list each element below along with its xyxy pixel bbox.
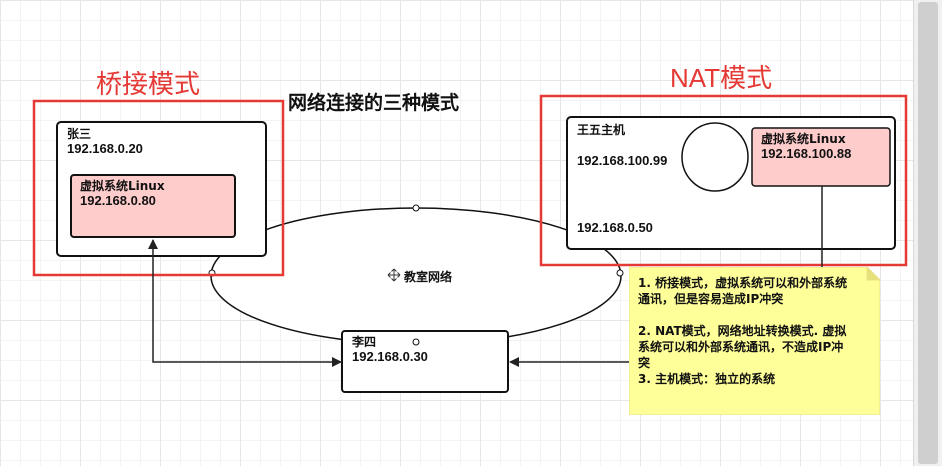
ellipse-handle-top[interactable] bbox=[412, 204, 420, 212]
note-line-5: 突 bbox=[638, 356, 651, 370]
nat-vm-ip: 192.168.100.88 bbox=[761, 146, 852, 161]
bridge-mode-label: 桥接模式 bbox=[96, 69, 201, 99]
wangwu-external-ip: 192.168.0.50 bbox=[577, 220, 653, 235]
diagram-title: 网络连接的三种模式 bbox=[288, 92, 460, 114]
note-line-4: 系统可以和外部系统通讯，不造成IP冲 bbox=[638, 340, 844, 354]
nat-mode-frame[interactable] bbox=[539, 94, 908, 267]
explanation-note[interactable]: 1. 桥接模式，虚拟系统可以和外部系统 通讯，但是容易造成IP冲突 2. NAT… bbox=[629, 267, 880, 415]
lisi-ip: 192.168.0.30 bbox=[352, 349, 428, 364]
scrollbar-thumb[interactable] bbox=[918, 2, 938, 464]
bridge-connector-arrow[interactable] bbox=[148, 239, 342, 363]
zhangsan-name: 张三 bbox=[67, 127, 92, 141]
bridge-vm-box[interactable] bbox=[70, 174, 236, 238]
lisi-inbound-arrowhead bbox=[332, 357, 342, 367]
wangwu-name: 王五主机 bbox=[577, 123, 626, 137]
nat-vm-box[interactable] bbox=[751, 127, 891, 187]
bridge-mode-frame[interactable] bbox=[32, 99, 285, 277]
nat-mode-label: NAT模式 bbox=[670, 63, 773, 93]
vertical-scrollbar[interactable] bbox=[913, 0, 942, 466]
ellipse-handle-right[interactable] bbox=[616, 269, 624, 277]
note-line-1: 1. 桥接模式，虚拟系统可以和外部系统 bbox=[638, 276, 848, 290]
note-shape bbox=[629, 267, 880, 415]
wangwu-internal-ip: 192.168.100.99 bbox=[577, 153, 668, 168]
zhangsan-ip: 192.168.0.20 bbox=[67, 141, 143, 156]
classroom-network-label: 教室网络 bbox=[404, 270, 453, 284]
move-cursor-icon bbox=[387, 268, 401, 282]
nat-vm-name: 虚拟系统Linux bbox=[761, 132, 846, 146]
nat-virtual-adapter-circle[interactable] bbox=[681, 122, 749, 192]
bridge-vm-ip: 192.168.0.80 bbox=[80, 193, 156, 208]
note-line-2: 通讯，但是容易造成IP冲突 bbox=[638, 292, 784, 306]
bridge-vm-name: 虚拟系统Linux bbox=[80, 179, 165, 193]
note-line-3: 2. NAT模式，网络地址转换模式. 虚拟 bbox=[638, 324, 847, 338]
lisi-name: 李四 bbox=[352, 335, 377, 349]
note-line-6: 3. 主机模式：独立的系统 bbox=[638, 372, 776, 386]
lisi-handle bbox=[412, 338, 420, 346]
